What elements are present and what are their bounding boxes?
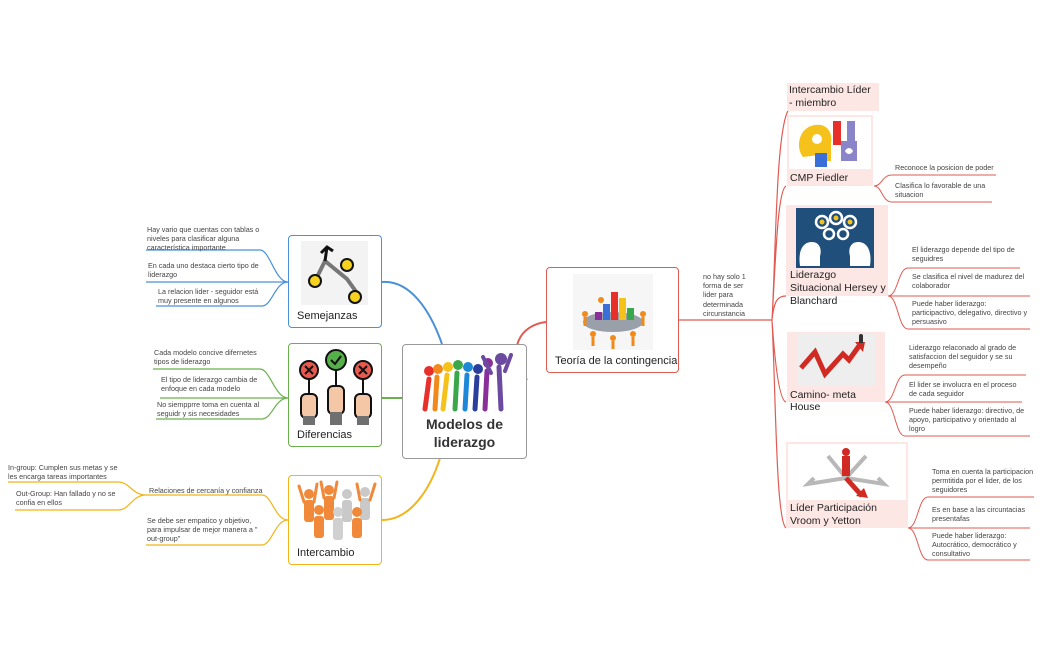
model-fiedler-node[interactable]: CMP Fiedler (787, 115, 873, 186)
rising-arrow-icon (797, 334, 875, 386)
house-leaf-2[interactable]: El lider se involucra en el proceso de c… (909, 380, 1017, 399)
connector-models (771, 107, 791, 529)
semejanzas-leaf-1[interactable]: Hay vario que cuentas con tablas o nivel… (147, 225, 260, 253)
connector-house-leaves (884, 374, 1030, 437)
connector-semejanzas (381, 280, 443, 345)
diferencias-leaf-2[interactable]: El tipo de liderazgo cambia de enfoque e… (161, 375, 258, 394)
model-house-node[interactable]: Camino- meta House (787, 332, 885, 413)
contingencia-node[interactable]: Teoría de la contingencia (546, 267, 679, 373)
semejanzas-title: Semejanzas (297, 310, 358, 322)
path-arrows-icon (301, 241, 368, 305)
intercambio-node[interactable]: Intercambio (288, 475, 382, 565)
cheering-people-icon (295, 480, 377, 542)
model-vroom-node[interactable]: Líder Participación Vroom y Yetton (786, 442, 908, 528)
hersey-leaf-2[interactable]: Se clasifica el nivel de madurez del col… (912, 272, 1025, 291)
house-leaf-3[interactable]: Puede haber liderazgo: directivo, de apo… (909, 406, 1025, 434)
model-house-title: Camino- meta House (790, 389, 856, 413)
model-vroom-title: Líder Participación Vroom y Yetton (790, 502, 877, 527)
connector-hersey-leaves (887, 267, 1030, 330)
connector-intercambio-leaves (146, 494, 289, 546)
intercambio-leaf-2[interactable]: Se debe ser empatico y objetivo, para im… (147, 516, 258, 544)
fiedler-leaf-1[interactable]: Reconoce la posicion de poder (895, 163, 994, 172)
connector-intercambio (381, 457, 441, 521)
hersey-leaf-3[interactable]: Puede haber liderazgo: participactivo, d… (912, 299, 1028, 327)
vroom-leaf-2[interactable]: Es en base a las circuntacias presentafa… (932, 505, 1026, 524)
house-leaf-1[interactable]: Liderazgo relaconado al grado de satisfa… (909, 343, 1017, 371)
vroom-leaf-1[interactable]: Toma en cuenta la participacion permtiti… (932, 467, 1034, 495)
central-title: Modelos de liderazgo (425, 416, 503, 450)
model-fiedler-title: CMP Fiedler (790, 172, 849, 184)
contingencia-title: Teoría de la contingencia (555, 355, 678, 367)
colorful-crowd-icon (422, 353, 513, 412)
connector-diferencias-leaves (153, 368, 289, 420)
vroom-leaf-3[interactable]: Puede haber liderazgo: Autocrático, demo… (932, 531, 1017, 559)
connector-semejanzas-leaves (146, 249, 289, 307)
diferencias-title: Diferencias (297, 429, 353, 441)
semejanzas-leaf-2[interactable]: En cada uno destaca cierto tipo de lider… (148, 261, 259, 280)
semejanzas-leaf-3[interactable]: La relacion lider - seguidor está muy pr… (158, 287, 259, 306)
connector-vroom-leaves (907, 496, 1034, 561)
semejanzas-node[interactable]: Semejanzas (288, 235, 382, 328)
diferencias-leaf-1[interactable]: Cada modelo concive difernetes tipos de … (154, 348, 257, 367)
fiedler-leaf-2[interactable]: Clasifica lo favorable de una situacion (895, 181, 986, 200)
model-hersey-node[interactable]: Liderazgo Situacional Hersey y Blanchard (786, 205, 888, 307)
hersey-leaf-1[interactable]: El liderazgo depende del tipo de seguidr… (912, 245, 1015, 264)
model-hersey-title: Liderazgo Situacional Hersey y Blanchard (790, 269, 886, 307)
intercambio-subleaf-2[interactable]: Out-Group: Han fallado y no se confia en… (16, 489, 116, 508)
meeting-chart-icon (573, 274, 653, 350)
heads-gears-icon (796, 208, 874, 268)
intercambio-subleaf-1[interactable]: In-group: Cumplen sus metas y se les enc… (8, 463, 118, 482)
head-puzzle-icon (789, 117, 871, 169)
connector-fiedler-leaves (873, 174, 996, 203)
contingencia-note[interactable]: no hay solo 1 forma de ser lider para de… (703, 272, 746, 318)
model-intercambio-lider-miembro[interactable]: Intercambio Líder - miembro (787, 83, 879, 111)
connector-intercambio-subleaves (8, 481, 147, 511)
red-figure-arrows-icon (788, 444, 906, 500)
intercambio-leaf-1[interactable]: Relaciones de cercanía y confianza (149, 486, 263, 495)
intercambio-title: Intercambio (297, 547, 355, 559)
diferencias-node[interactable]: Diferencias (288, 343, 382, 447)
central-node[interactable]: Modelos de liderazgo (402, 344, 527, 459)
diferencias-leaf-3[interactable]: No siempprre toma en cuenta al seguidr y… (157, 400, 260, 419)
voting-hands-icon (293, 348, 379, 426)
